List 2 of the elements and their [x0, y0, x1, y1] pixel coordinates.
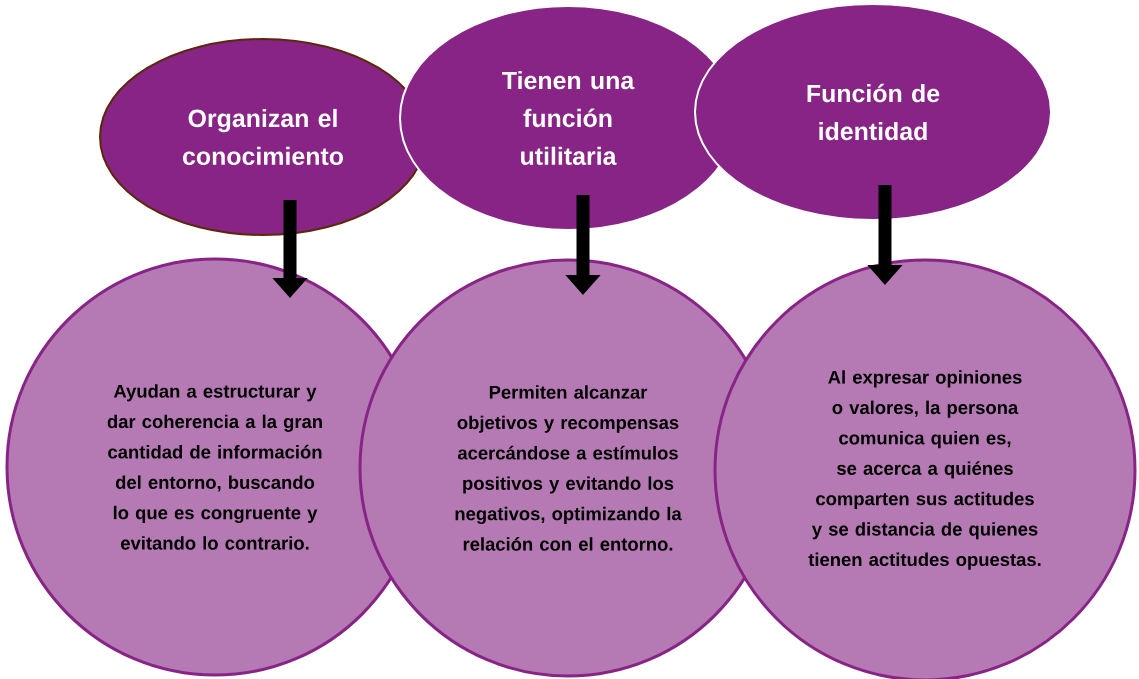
node-label: Al expresar opiniones o valores, la persona comunica quien es, se acerca a quiénes comparten sus actitudes y se distancia de quienes tienen actitudes opuestas.	[808, 370, 1041, 570]
node-label: Permiten alcanzar objetivos y recompensas acercándose a estímulos positivos y evitando los negativos, optimizando la relación con el entorno.	[455, 385, 682, 551]
